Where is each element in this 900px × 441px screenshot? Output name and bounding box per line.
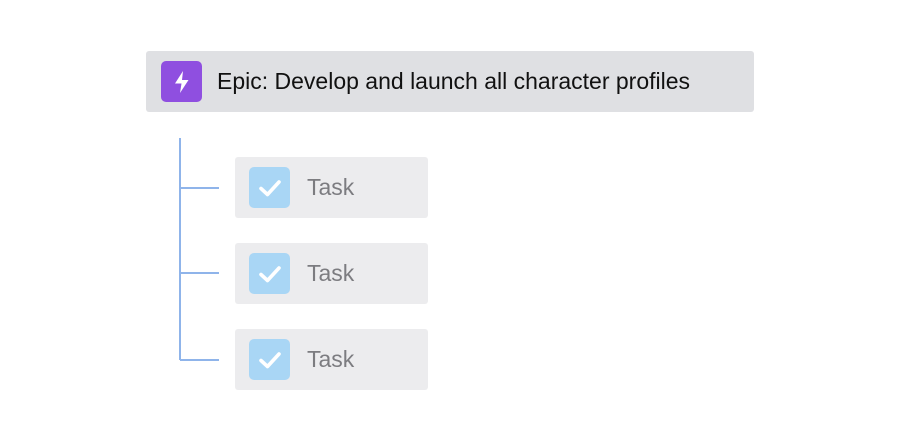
epic-card[interactable]: Epic: Develop and launch all character p… xyxy=(146,51,754,112)
task-card[interactable]: Task xyxy=(235,329,428,390)
task-label: Task xyxy=(307,260,355,286)
task-label: Task xyxy=(307,174,355,200)
lightning-bolt-icon xyxy=(161,61,202,102)
epic-title: Epic: Develop and launch all character p… xyxy=(217,68,691,94)
task-card[interactable]: Task xyxy=(235,243,428,304)
checkmark-icon xyxy=(249,167,290,208)
checkmark-icon xyxy=(249,253,290,294)
task-label: Task xyxy=(307,346,355,372)
checkmark-icon xyxy=(249,339,290,380)
task-card[interactable]: Task xyxy=(235,157,428,218)
